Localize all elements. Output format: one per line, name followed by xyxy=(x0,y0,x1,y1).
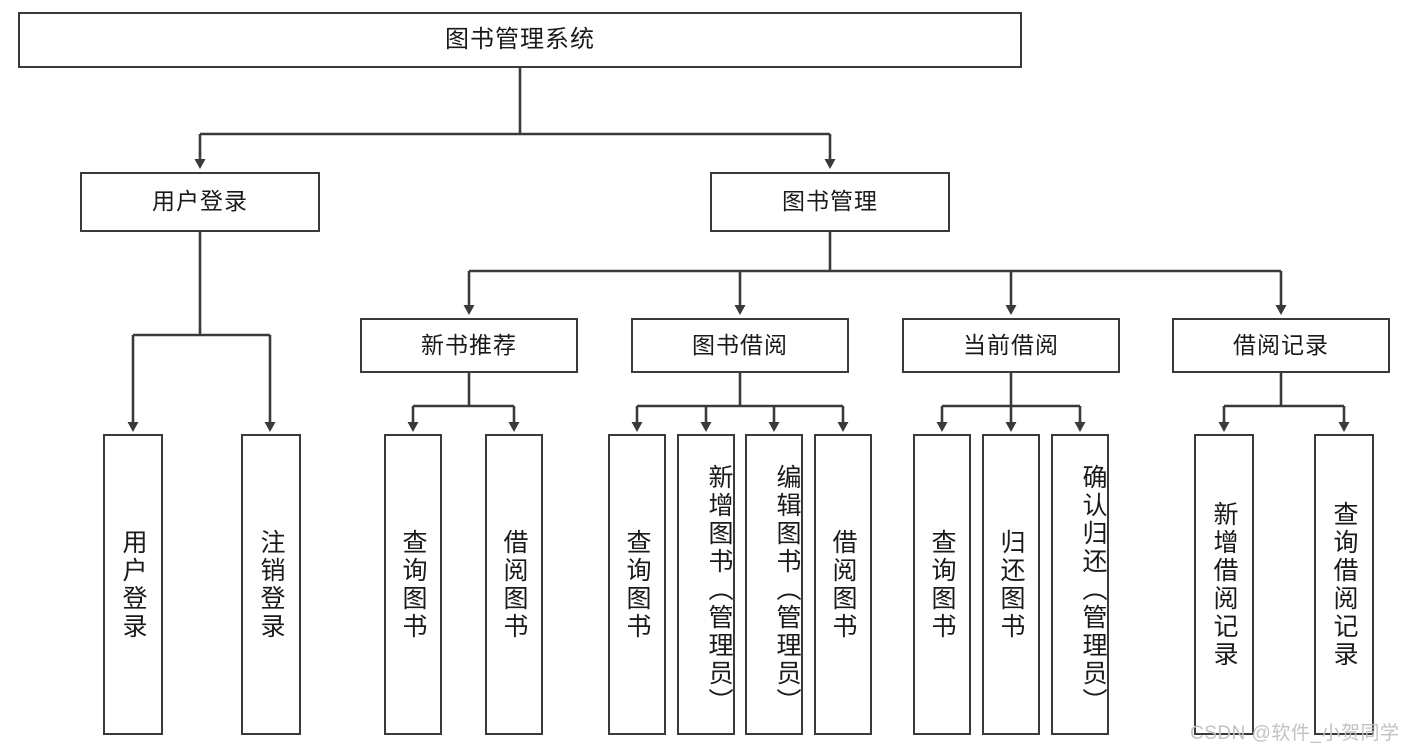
node-borrow-record[interactable]: 借阅记录 xyxy=(1172,318,1390,373)
node-label: 查询图书 xyxy=(399,528,427,641)
node-label: 图书借阅 xyxy=(692,331,788,358)
leaf-recommend-borrow-book[interactable]: 借阅图书 xyxy=(485,434,543,735)
node-label: 用户登录 xyxy=(119,528,147,641)
node-label: 查询图书 xyxy=(928,528,956,641)
leaf-borrow-edit-book-admin[interactable]: 编辑图书（管理员） xyxy=(745,434,803,735)
node-label: 新增图书（管理员） xyxy=(705,463,733,716)
node-label: 查询图书 xyxy=(623,528,651,641)
node-new-book-recommend[interactable]: 新书推荐 xyxy=(360,318,578,373)
node-label: 当前借阅 xyxy=(963,331,1059,358)
node-label: 图书管理 xyxy=(782,188,878,215)
leaf-user-login-login[interactable]: 用户登录 xyxy=(103,434,163,735)
leaf-current-query-book[interactable]: 查询图书 xyxy=(913,434,971,735)
leaf-user-login-logout[interactable]: 注销登录 xyxy=(241,434,301,735)
leaf-borrow-borrow-book[interactable]: 借阅图书 xyxy=(814,434,872,735)
leaf-current-return-book[interactable]: 归还图书 xyxy=(982,434,1040,735)
node-root-system[interactable]: 图书管理系统 xyxy=(18,12,1022,68)
leaf-borrow-add-book-admin[interactable]: 新增图书（管理员） xyxy=(677,434,735,735)
node-user-login[interactable]: 用户登录 xyxy=(80,172,320,232)
node-label: 编辑图书（管理员） xyxy=(773,463,801,716)
node-book-management[interactable]: 图书管理 xyxy=(710,172,950,232)
node-label: 借阅图书 xyxy=(500,528,528,641)
node-label: 确认归还（管理员） xyxy=(1079,463,1107,716)
node-label: 注销登录 xyxy=(257,528,285,641)
csdn-watermark: CSDN @软件_小贺同学 xyxy=(1190,723,1400,744)
node-label: 用户登录 xyxy=(152,188,248,215)
node-label: 新增借阅记录 xyxy=(1210,500,1238,669)
leaf-current-confirm-return-admin[interactable]: 确认归还（管理员） xyxy=(1051,434,1109,735)
leaf-recommend-query-book[interactable]: 查询图书 xyxy=(384,434,442,735)
node-label: 新书推荐 xyxy=(421,331,517,358)
node-label: 借阅图书 xyxy=(829,528,857,641)
node-label: 借阅记录 xyxy=(1233,331,1329,358)
node-label: 图书管理系统 xyxy=(445,25,595,53)
node-label: 查询借阅记录 xyxy=(1330,500,1358,669)
node-book-borrow[interactable]: 图书借阅 xyxy=(631,318,849,373)
leaf-record-add-record[interactable]: 新增借阅记录 xyxy=(1194,434,1254,735)
node-current-borrow[interactable]: 当前借阅 xyxy=(902,318,1120,373)
node-label: 归还图书 xyxy=(997,528,1025,641)
leaf-record-query-record[interactable]: 查询借阅记录 xyxy=(1314,434,1374,735)
leaf-borrow-query-book[interactable]: 查询图书 xyxy=(608,434,666,735)
